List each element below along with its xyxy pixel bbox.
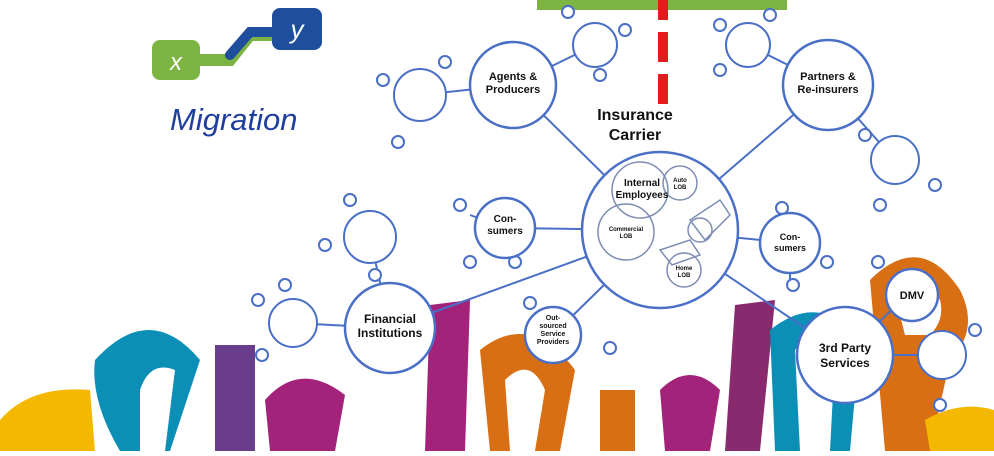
- agents-label-line2: Producers: [486, 84, 540, 96]
- agents-label-line1: Agents &: [489, 71, 537, 83]
- y-badge-icon: [272, 8, 322, 50]
- migration-logo: x y: [152, 8, 322, 80]
- consumers-right-line1: Con-: [780, 232, 801, 242]
- central-hub: [580, 150, 740, 310]
- lob-home-line1: Home: [676, 266, 693, 272]
- main-nodes: [343, 38, 940, 405]
- outsourced-line4: Providers: [537, 339, 569, 346]
- lob-auto-line2: LOB: [674, 185, 687, 191]
- third-party-line2: Services: [820, 356, 870, 370]
- lob-commercial-line1: Commercial: [609, 227, 644, 233]
- logo-x-letter: x: [169, 49, 183, 76]
- consumers-right-node: [758, 211, 822, 275]
- dmv-label: DMV: [900, 290, 925, 302]
- consumers-left-node: [473, 196, 537, 260]
- consumers-right-line2: sumers: [774, 243, 806, 253]
- logo-y-letter: y: [289, 14, 306, 44]
- financial-label-line1: Financial: [364, 312, 416, 326]
- financial-node: [343, 281, 437, 375]
- lob-commercial-line2: LOB: [620, 234, 633, 240]
- agents-node: [468, 40, 558, 130]
- partners-label-line1: Partners &: [800, 71, 856, 83]
- outsourced-line2: sourced: [539, 323, 566, 330]
- satellite-nodes: [251, 5, 982, 412]
- carrier-title-line1: Insurance: [597, 107, 673, 124]
- hub-label-line1: Internal: [624, 178, 660, 189]
- outsourced-line3: Service: [541, 331, 566, 338]
- third-party-node: [795, 305, 895, 405]
- consumers-left-line1: Con-: [494, 214, 517, 225]
- dmv-node: [884, 267, 940, 323]
- hub-label-line2: Employees: [616, 190, 669, 201]
- outsourced-line1: Out-: [546, 315, 561, 322]
- partners-label-line2: Re-insurers: [797, 84, 858, 96]
- financial-label-line2: Institutions: [358, 326, 423, 340]
- third-party-line1: 3rd Party: [819, 341, 871, 355]
- lob-home-line2: LOB: [678, 273, 691, 279]
- x-badge-icon: [152, 40, 200, 80]
- carrier-title-line2: Carrier: [609, 127, 661, 144]
- migration-caption: Migration: [170, 102, 298, 137]
- boundary-dashed-line: [658, 0, 668, 104]
- consumers-left-line2: sumers: [487, 226, 523, 237]
- partners-node: [781, 38, 875, 132]
- outsourced-node: [523, 305, 583, 365]
- lob-auto-line1: Auto: [673, 178, 687, 184]
